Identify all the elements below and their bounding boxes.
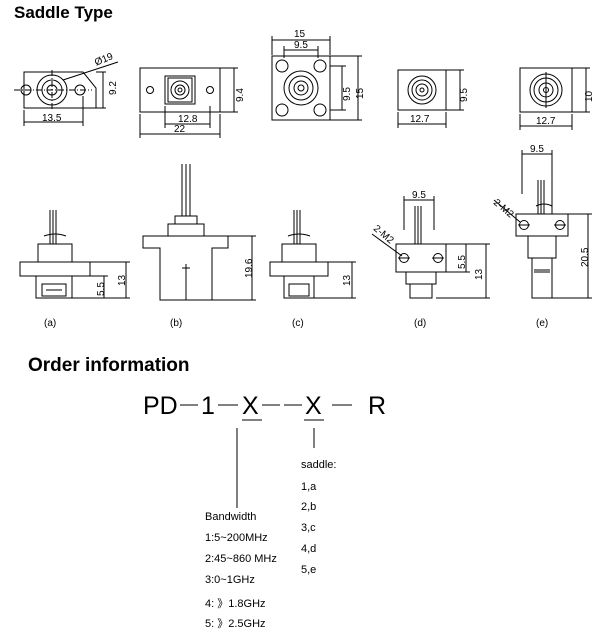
- dim-a-side-height: 13: [117, 274, 128, 286]
- dim-c-side-height: 13: [342, 274, 353, 286]
- code-prefix: PD: [143, 392, 178, 420]
- caption-b: (b): [170, 318, 182, 329]
- bandwidth-option: 1:5~200MHz: [205, 532, 268, 544]
- bandwidth-label: Bandwidth: [205, 511, 257, 523]
- side-view-d: 9.5 2-M2 5.5 13 (d): [371, 190, 490, 329]
- dim-a-diameter: Ø19: [93, 51, 115, 68]
- code-suffix: R: [368, 392, 387, 420]
- dim-e-height: 10: [584, 90, 595, 102]
- dim-d-side-height-top: 5.5: [457, 255, 468, 269]
- dim-b-height: 9.4: [235, 88, 246, 102]
- top-view-c: 15 9.5 9.5 15: [271, 29, 366, 121]
- caption-c: (c): [292, 318, 304, 329]
- side-view-b: 19.6 (b): [142, 164, 256, 329]
- saddle-option: 3,c: [301, 522, 316, 534]
- code-saddle-placeholder: X: [305, 392, 322, 420]
- dim-a-width: 13.5: [42, 113, 62, 124]
- dim-d-width: 12.7: [410, 114, 430, 125]
- code-bandwidth-placeholder: X: [242, 392, 259, 420]
- bandwidth-option: 2:45~860 MHz: [205, 553, 277, 565]
- dim-c-height-inner: 9.5: [342, 87, 353, 101]
- bandwidth-option: 4: 》1.8GHz: [205, 598, 266, 610]
- top-view-b: 9.4 12.8 22: [139, 67, 246, 138]
- code-series: 1: [201, 392, 215, 420]
- dim-e-side-width: 9.5: [530, 144, 544, 155]
- dim-b-width-outer: 22: [174, 124, 186, 135]
- dim-c-width-outer: 15: [294, 29, 306, 40]
- top-view-d: 9.5 12.7: [397, 69, 470, 128]
- top-view-a: Ø19 9.2 13.5: [14, 51, 119, 126]
- dim-e-width: 12.7: [536, 116, 556, 127]
- side-view-c: 13 (c): [269, 210, 356, 329]
- dim-d-side-width: 9.5: [412, 190, 426, 201]
- saddle-option: 4,d: [301, 543, 317, 555]
- dim-e-side-height: 20.5: [580, 247, 591, 267]
- order-code-lines: [180, 404, 352, 508]
- saddle-option: 2,b: [301, 501, 317, 513]
- caption-a: (a): [44, 318, 56, 329]
- dim-c-height-outer: 15: [355, 87, 366, 99]
- bandwidth-option: 5: 》2.5GHz: [205, 618, 266, 630]
- dim-a-side-height-base: 5.5: [96, 282, 107, 296]
- side-view-e: 9.5 2-M2 20.5 (e): [491, 144, 592, 329]
- bandwidth-option: 3:0~1GHz: [205, 574, 255, 586]
- dim-e-thread: 2-M2: [491, 197, 516, 220]
- dim-b-side-height: 19.6: [244, 258, 255, 278]
- saddle-option: 1,a: [301, 481, 317, 493]
- saddle-option: 5,e: [301, 564, 317, 576]
- caption-d: (d): [414, 318, 426, 329]
- saddle-label: saddle:: [301, 459, 337, 471]
- dim-d-thread: 2-M2: [371, 223, 396, 246]
- caption-e: (e): [536, 318, 548, 329]
- top-view-e: 10 12.7: [519, 67, 595, 130]
- side-view-a: 13 5.5 (a): [19, 210, 130, 329]
- dim-d-side-height: 13: [474, 268, 485, 280]
- dim-c-width-inner: 9.5: [294, 40, 308, 51]
- section-title-saddle-type: Saddle Type: [14, 3, 113, 22]
- dim-d-height: 9.5: [459, 88, 470, 102]
- dim-a-height: 9.2: [108, 81, 119, 95]
- section-title-order-information: Order information: [28, 355, 190, 376]
- dim-b-width-inner: 12.8: [178, 114, 198, 125]
